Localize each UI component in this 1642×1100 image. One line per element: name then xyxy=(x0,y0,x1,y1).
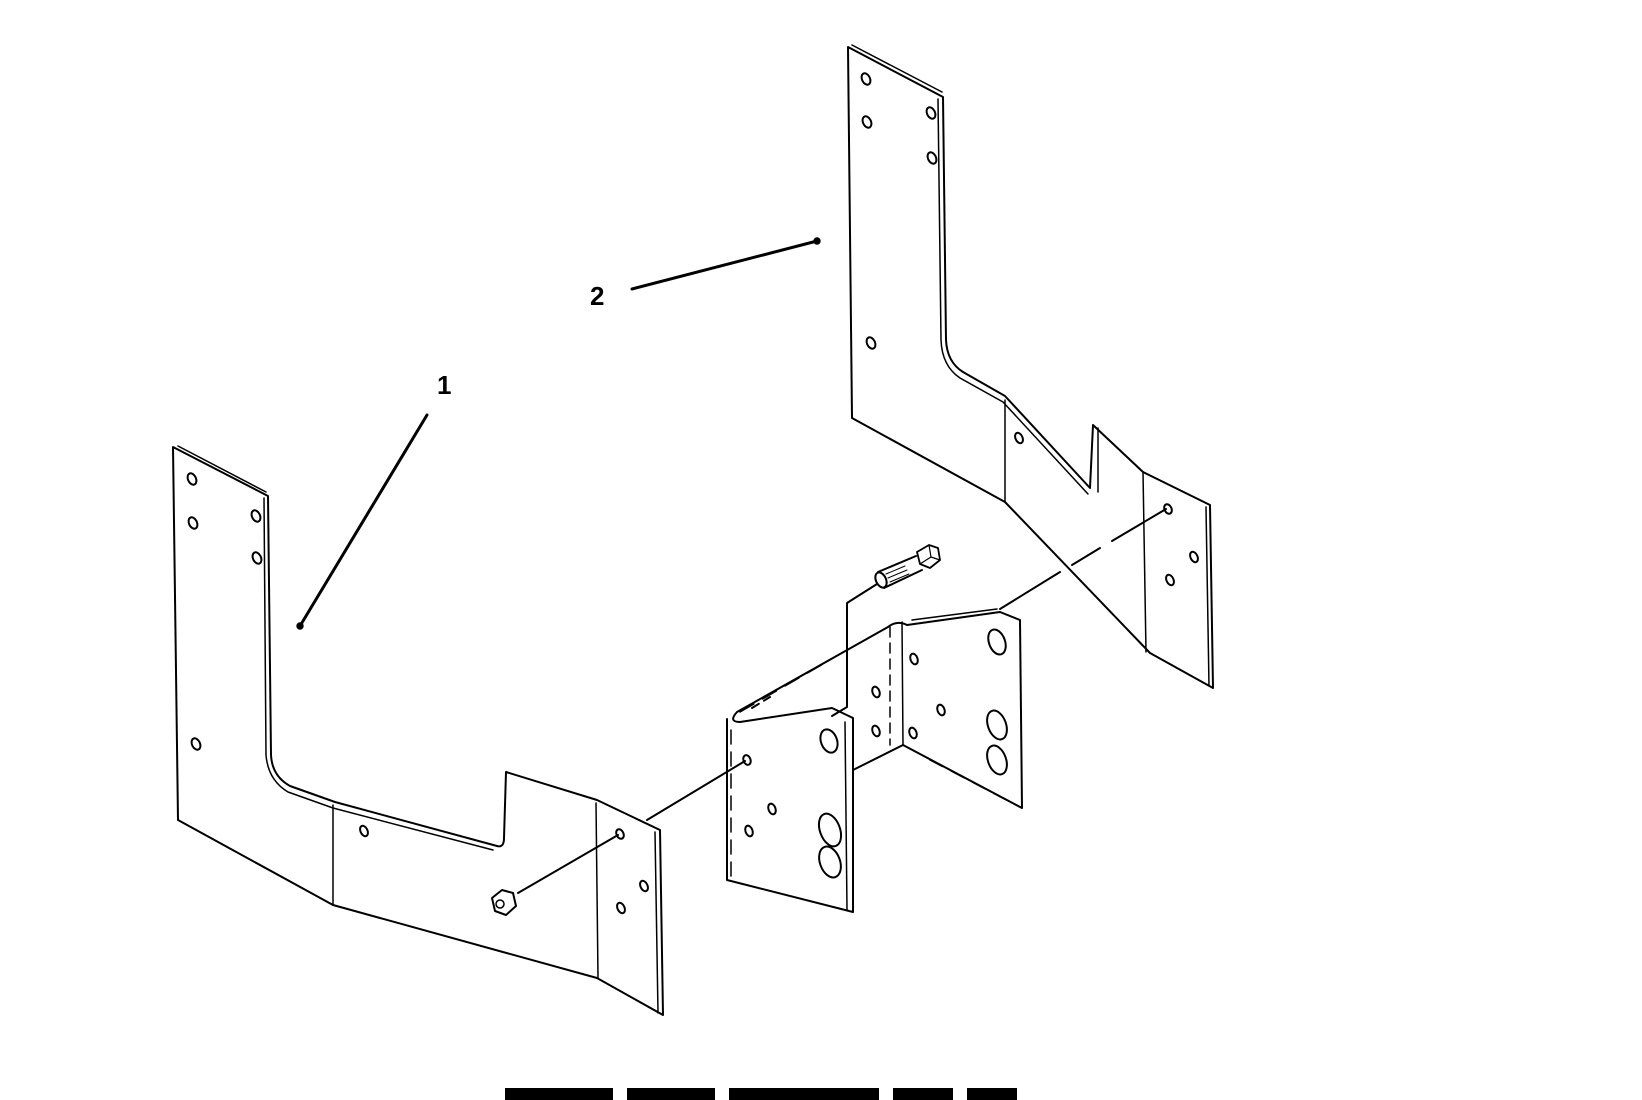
callout-label-1: 1 xyxy=(437,370,452,400)
leader-1 xyxy=(298,413,429,628)
callout-label-2: 2 xyxy=(590,281,605,311)
assembly-lines xyxy=(517,508,1167,894)
leader-2 xyxy=(630,239,819,291)
bracket-right xyxy=(847,44,1214,689)
bracket-left xyxy=(172,445,664,1016)
center-bracket xyxy=(726,608,1023,913)
caption-cutoff xyxy=(505,1088,1017,1100)
callout-leaders xyxy=(296,237,821,630)
bolt xyxy=(831,544,941,717)
nut xyxy=(491,889,517,916)
